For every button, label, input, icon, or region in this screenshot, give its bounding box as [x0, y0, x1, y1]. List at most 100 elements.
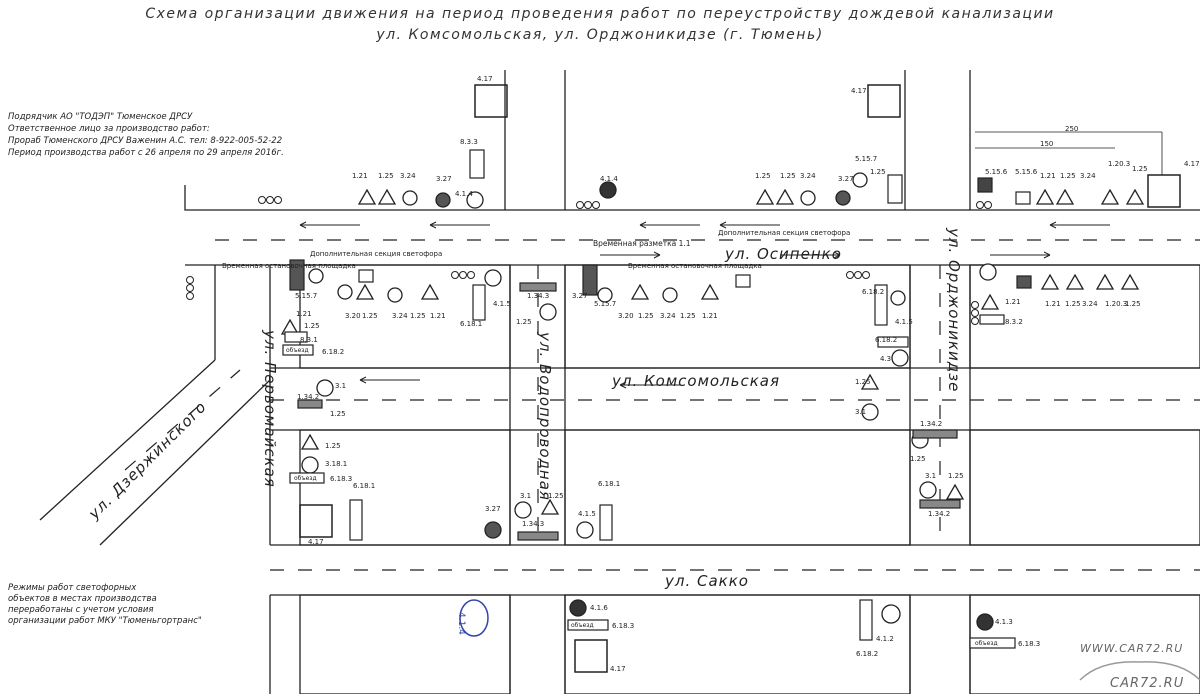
- sign-label: 3.24: [660, 312, 676, 320]
- sign-label: 1.21: [296, 310, 312, 318]
- info-period: Период производства работ с 26 апреля по…: [8, 148, 284, 158]
- note-line-4: организации работ МКУ "Тюменьгортранс": [8, 616, 202, 626]
- marking-temporary: Временная разметка 1.1: [593, 239, 691, 248]
- sign-label: 1.20.3: [1108, 160, 1131, 168]
- sign-label: 1.25: [1125, 300, 1141, 308]
- marking-extra-section-right: Дополнительная секция светофора: [718, 229, 851, 237]
- sign-label: 1.25: [325, 442, 341, 450]
- info-contractor: Подрядчик АО "ТОДЭП" Тюменское ДРСУ: [8, 112, 193, 122]
- scheme-subtitle: ул. Комсомольская, ул. Орджоникидзе (г. …: [376, 27, 824, 43]
- sign-label: 6.18.1: [460, 320, 483, 328]
- sign-label: 3.18.1: [325, 460, 348, 468]
- marking-extra-section-left: Дополнительная секция светофора: [310, 250, 443, 258]
- sign-label: 5.15.7: [295, 292, 318, 300]
- sign-label: 3.1: [520, 492, 532, 500]
- info-foreman: Прораб Тюменского ДРСУ Важенин А.С. тел:…: [8, 136, 283, 146]
- sign-label: 6.18.2: [875, 336, 898, 344]
- sign-label: 3.24: [400, 172, 416, 180]
- scheme-title: Схема организации движения на период про…: [145, 6, 1055, 22]
- sign-label: 3.24: [800, 172, 816, 180]
- sign-label: 1.21: [1045, 300, 1061, 308]
- sign-label: 1.21: [430, 312, 446, 320]
- sign-label: 1.25: [755, 172, 771, 180]
- sign-label: 3.24: [392, 312, 408, 320]
- sign-label: 4.17: [308, 538, 324, 546]
- sign-label: 1.25: [304, 322, 320, 330]
- sign-label: 1.21: [702, 312, 718, 320]
- dimension-150: 150: [1040, 140, 1054, 148]
- sign-label: 1.34.3: [522, 520, 545, 528]
- sign-label: 3.1: [335, 382, 347, 390]
- sign-label: 6.18.3: [330, 475, 353, 483]
- sign-label: 5.15.6: [985, 168, 1008, 176]
- sign-label: 1.25: [680, 312, 696, 320]
- sign-label: 1.20.3: [1105, 300, 1128, 308]
- sign-label: 4.1.5: [895, 318, 913, 326]
- sign-label: 6.18.3: [612, 622, 635, 630]
- sign-label: 5.15.7: [855, 155, 878, 163]
- sign-label: 3.27: [436, 175, 452, 183]
- marking-temp-stop-left: Временная остановочная площадка: [222, 262, 356, 270]
- sign-label: 4.1.2: [876, 635, 894, 643]
- watermark-logo: CAR72.RU: [1110, 676, 1185, 691]
- sign-label: 6.18.2: [322, 348, 345, 356]
- sign-label: 1.25: [548, 492, 564, 500]
- sign-label: 1.25: [910, 455, 926, 463]
- sign-label: 6.18.2: [862, 288, 885, 296]
- sign-label: 1.34.2: [297, 393, 320, 401]
- sign-label: 5.15.7: [594, 300, 617, 308]
- sign-label: 3.1: [925, 472, 937, 480]
- sign-label: 1.25: [378, 172, 394, 180]
- marking-temp-stop-right: Временная остановочная площадка: [628, 262, 762, 270]
- sign-label: 4.1.3: [995, 618, 1013, 626]
- sign-label: 3.24: [1080, 172, 1096, 180]
- sign-label: 3.24: [1082, 300, 1098, 308]
- sign-label: 4.17: [477, 75, 493, 83]
- sign-label: 1.34.2: [920, 420, 943, 428]
- sign-label: 3.27: [838, 175, 854, 183]
- sign-label: 1.25: [516, 318, 532, 326]
- sign-label: 4.1.4: [455, 190, 473, 198]
- sign-label: 8.3.1: [300, 336, 318, 344]
- sign-label: 4.17: [1184, 160, 1200, 168]
- sign-label: 1.25: [638, 312, 654, 320]
- sign-label: 1.34.3: [527, 292, 550, 300]
- note-line-1: Режимы работ светофорных: [8, 583, 137, 593]
- approval-stamp: 4.1.4: [456, 612, 466, 635]
- sign-label: 4.1.6: [590, 604, 608, 612]
- sign-label: 3.1: [855, 408, 867, 416]
- sign-label: 8.3.2: [1005, 318, 1023, 326]
- detour-plate: объезд: [286, 347, 309, 354]
- sign-label: 6.18.1: [598, 480, 621, 488]
- note-line-2: объектов в местах производства: [8, 594, 157, 604]
- street-komsomolskaya: ул. Комсомольская: [612, 372, 781, 390]
- sign-label: 1.25: [410, 312, 426, 320]
- sign-label: 3.20: [618, 312, 634, 320]
- sign-label: 1.21: [1040, 172, 1056, 180]
- sign-label: 5.15.6: [1015, 168, 1038, 176]
- sign-label: 4.1.4: [600, 175, 618, 183]
- note-line-3: переработаны с учетом условия: [8, 605, 154, 615]
- sign-label: 6.18.1: [353, 482, 376, 490]
- sign-label: 1.25: [855, 378, 871, 386]
- sign-label: 1.21: [352, 172, 368, 180]
- info-responsible: Ответственное лицо за производство работ…: [8, 124, 210, 134]
- sign-label: 1.25: [1065, 300, 1081, 308]
- watermark-url: WWW.CAR72.RU: [1080, 642, 1184, 655]
- street-osipenko: ул. Осипенко: [725, 245, 842, 263]
- street-sakko: ул. Сакко: [665, 572, 749, 590]
- sign-label: 4.3: [880, 355, 892, 363]
- dimension-250: 250: [1065, 125, 1079, 133]
- sign-label: 3.20: [345, 312, 361, 320]
- sign-label: 1.34.2: [928, 510, 951, 518]
- street-pervomayskaya: ул. Первомайская: [261, 330, 279, 488]
- street-vodoprovodnaya: ул. Водопроводная: [536, 332, 554, 501]
- sign-label: 1.25: [330, 410, 346, 418]
- sign-label: 4.17: [851, 87, 867, 95]
- sign-label: 4.1.5: [578, 510, 596, 518]
- sign-label: 8.3.3: [460, 138, 478, 146]
- sign-label: 1.25: [1060, 172, 1076, 180]
- sign-label: 6.18.2: [856, 650, 879, 658]
